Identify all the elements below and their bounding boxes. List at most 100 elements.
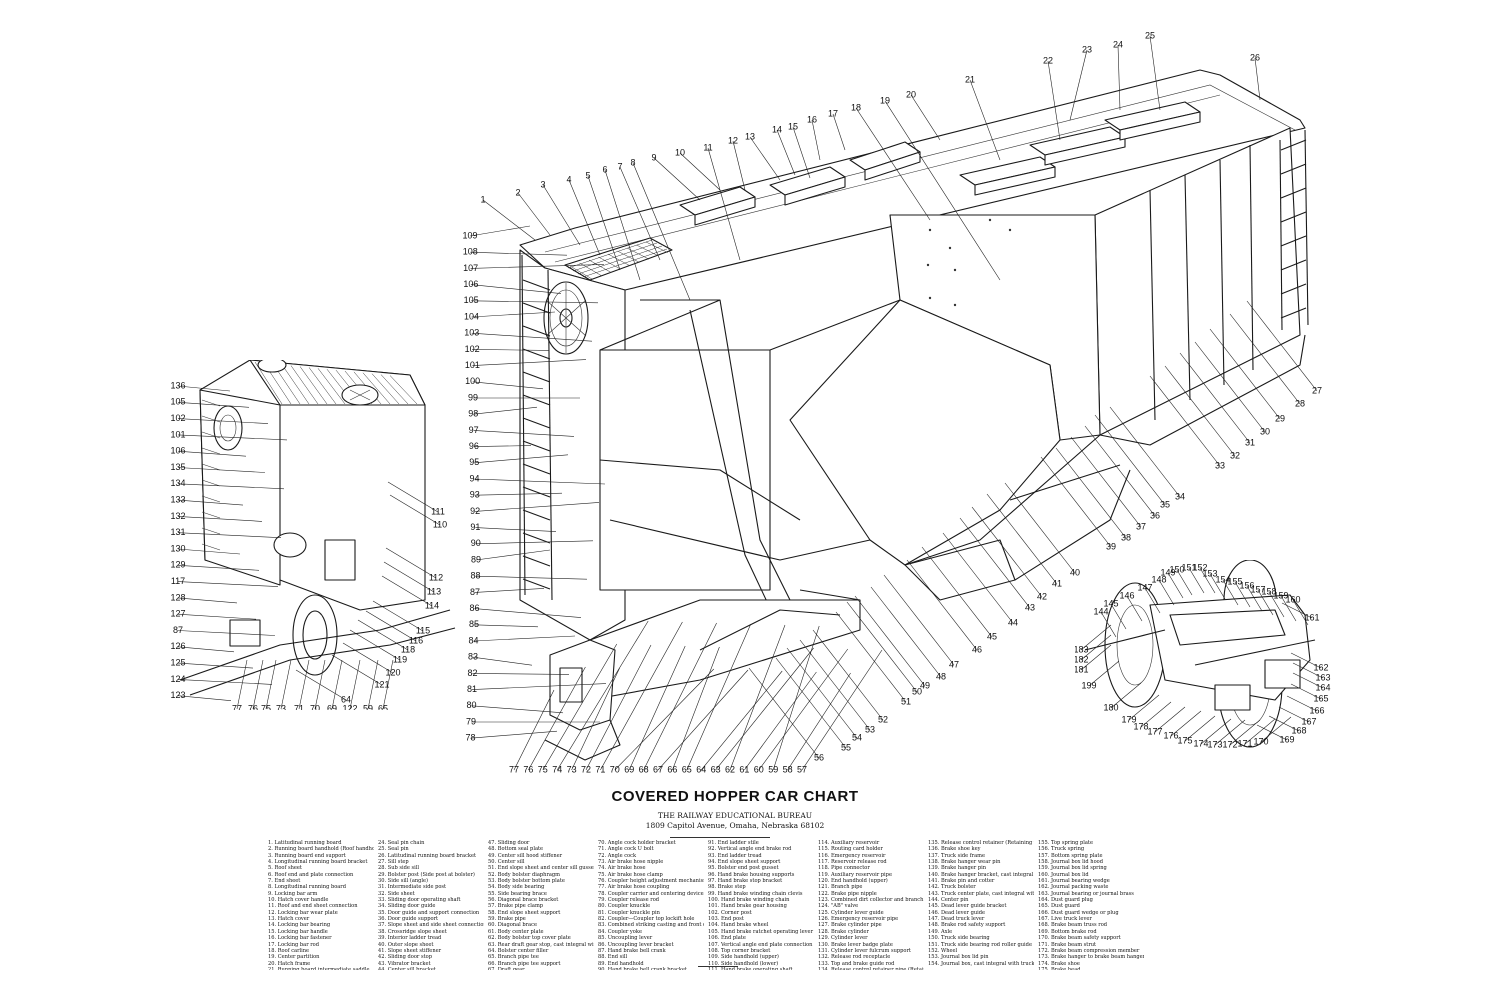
legend-item: 88. End sill	[598, 954, 628, 961]
legend-item: 102. Corner post	[708, 909, 752, 916]
legend-item: 134. Release control retainer pipe (Reta…	[818, 966, 924, 970]
legend-item: 3. Running board end support	[268, 852, 346, 859]
legend-rule	[698, 966, 738, 967]
callout-label: 78	[465, 733, 475, 743]
callout-label: 149	[1160, 567, 1175, 577]
legend-item: 63. Rear draft gear stop, cast integral …	[488, 941, 594, 948]
legend-item: 82. Coupler—Coupler top lockift hole	[598, 916, 695, 923]
legend-item: 169. Bottom brake rod	[1038, 928, 1097, 935]
callout-label: 13	[745, 131, 755, 141]
callout-label: 80	[466, 700, 476, 710]
legend-item: 1. Latitudinal running board	[268, 840, 342, 846]
callout-label: 97	[469, 425, 479, 435]
callout-label: 179	[1121, 714, 1136, 724]
legend-item: 51. End slope sheet and center sill guss…	[488, 865, 594, 872]
legend-item: 21. Running board intermediate saddle	[268, 966, 370, 970]
legend-item: 7. End sheet	[268, 878, 301, 885]
callout-label: 156	[1239, 580, 1254, 590]
callout-label: 98	[468, 409, 478, 419]
legend-item: 92. Vertical angle end brake rod	[708, 846, 792, 853]
legend-item: 62. Body bolster top cover plate	[488, 935, 571, 942]
legend-item: 170. Brake beam safety support	[1038, 935, 1121, 942]
legend-item: 57. Brake pipe clamp	[488, 903, 544, 910]
callout-label: 73	[567, 764, 577, 774]
legend-item: 90. Hand brake bell crank bracket	[598, 966, 688, 970]
callout-label: 126	[170, 641, 185, 651]
callout-label: 119	[393, 654, 407, 664]
legend-item: 139. Brake hanger pin	[928, 865, 986, 872]
legend-item: 29. Bolster post (Side post at bolster)	[378, 871, 475, 878]
callout-label: 6	[602, 164, 607, 174]
legend-item: 30. Side sill (angle)	[378, 878, 429, 885]
callout-label: 131	[170, 527, 185, 537]
callout-label: 19	[880, 95, 890, 105]
legend-item: 42. Sliding door stop	[378, 954, 432, 961]
callout-label: 73	[276, 703, 286, 710]
callout-label: 112	[429, 572, 443, 582]
legend-item: 164. Dust guard plug	[1038, 897, 1093, 904]
legend-item: 132. Release rod receptacle	[818, 954, 891, 961]
callout-label: 12	[728, 135, 738, 145]
callout-label: 160	[1285, 594, 1300, 604]
callout-label: 107	[463, 263, 478, 273]
legend-item: 131. Cylinder lever fulcrum support	[818, 947, 911, 954]
callout-label: 41	[1052, 578, 1062, 588]
callout-label: 122	[342, 703, 357, 710]
callout-label: 168	[1291, 725, 1306, 735]
legend-item: 37. Slope sheet and side sheet connectio…	[378, 922, 484, 929]
callout-label: 26	[1250, 52, 1260, 62]
callout-label: 117	[171, 576, 185, 586]
roof-hatches	[679, 101, 1201, 226]
legend-item: 5. Roof sheet	[268, 865, 302, 872]
legend-item: 18. Roof carline	[268, 947, 310, 954]
callout-label: 77	[509, 764, 519, 774]
callout-label: 125	[170, 657, 185, 667]
callout-label: 151	[1181, 562, 1196, 572]
legend-item: 136. Brake shoe key	[928, 846, 981, 853]
callout-label: 183	[1075, 644, 1089, 654]
callout-label: 106	[463, 279, 478, 289]
legend-item: 52. Body bolster diaphragm	[488, 871, 561, 878]
callout-label: 48	[936, 671, 946, 681]
legend-item: 31. Intermediate side post	[378, 884, 447, 891]
callout-label: 25	[1145, 30, 1155, 40]
callout-label: 7	[617, 161, 622, 171]
legend-item: 107. Vertical angle end plate connection	[708, 941, 813, 948]
callout-label: 116	[409, 635, 423, 645]
callout-label: 30	[1260, 426, 1270, 436]
callout-label: 23	[1082, 44, 1092, 54]
callout-label: 120	[385, 667, 400, 677]
side-ladder	[1279, 129, 1309, 331]
callout-label: 127	[170, 609, 185, 619]
legend-item: 148. Brake rod safety support	[928, 922, 1006, 929]
callout-label: 157	[1250, 584, 1265, 594]
legend-item: 33. Sliding door operating shaft	[378, 897, 461, 904]
callout-label: 145	[1103, 598, 1118, 608]
legend-item: 15. Locking bar handle	[268, 928, 328, 935]
callout-label: 74	[552, 764, 562, 774]
callout-label: 133	[170, 494, 185, 504]
legend-item: 28. Sub side sill	[378, 865, 420, 872]
callout-label: 61	[739, 764, 749, 774]
legend-item: 141. Brake pin and cotter	[928, 878, 995, 885]
legend-item: 59. Brake pipe	[488, 916, 526, 923]
callout-label: 59	[768, 764, 778, 774]
legend-item: 9. Locking bar arm	[268, 890, 318, 897]
legend-item: 19. Center partition	[268, 954, 320, 961]
callout-label: 91	[470, 522, 480, 532]
callout-label: 128	[170, 592, 185, 602]
legend-item: 153. Journal box lid pin	[928, 954, 989, 961]
callout-label: 15	[788, 121, 798, 131]
legend-item: 144. Center pin	[928, 897, 969, 904]
callout-label: 105	[464, 295, 479, 305]
callout-label: 170	[1253, 736, 1268, 746]
callout-label: 33	[1215, 460, 1225, 470]
legend-item: 77. Air brake hose coupling	[598, 884, 670, 891]
legend-item: 96. Hand brake housing supports	[708, 871, 795, 878]
callout-label: 109	[462, 230, 477, 240]
callout-label: 77	[232, 703, 242, 710]
publisher-address: 1809 Capitol Avenue, Omaha, Nebraska 681…	[645, 821, 825, 830]
legend-item: 41. Slope sheet stiffener	[378, 947, 442, 954]
callout-label: 24	[1113, 39, 1123, 49]
callout-label: 135	[170, 462, 185, 472]
